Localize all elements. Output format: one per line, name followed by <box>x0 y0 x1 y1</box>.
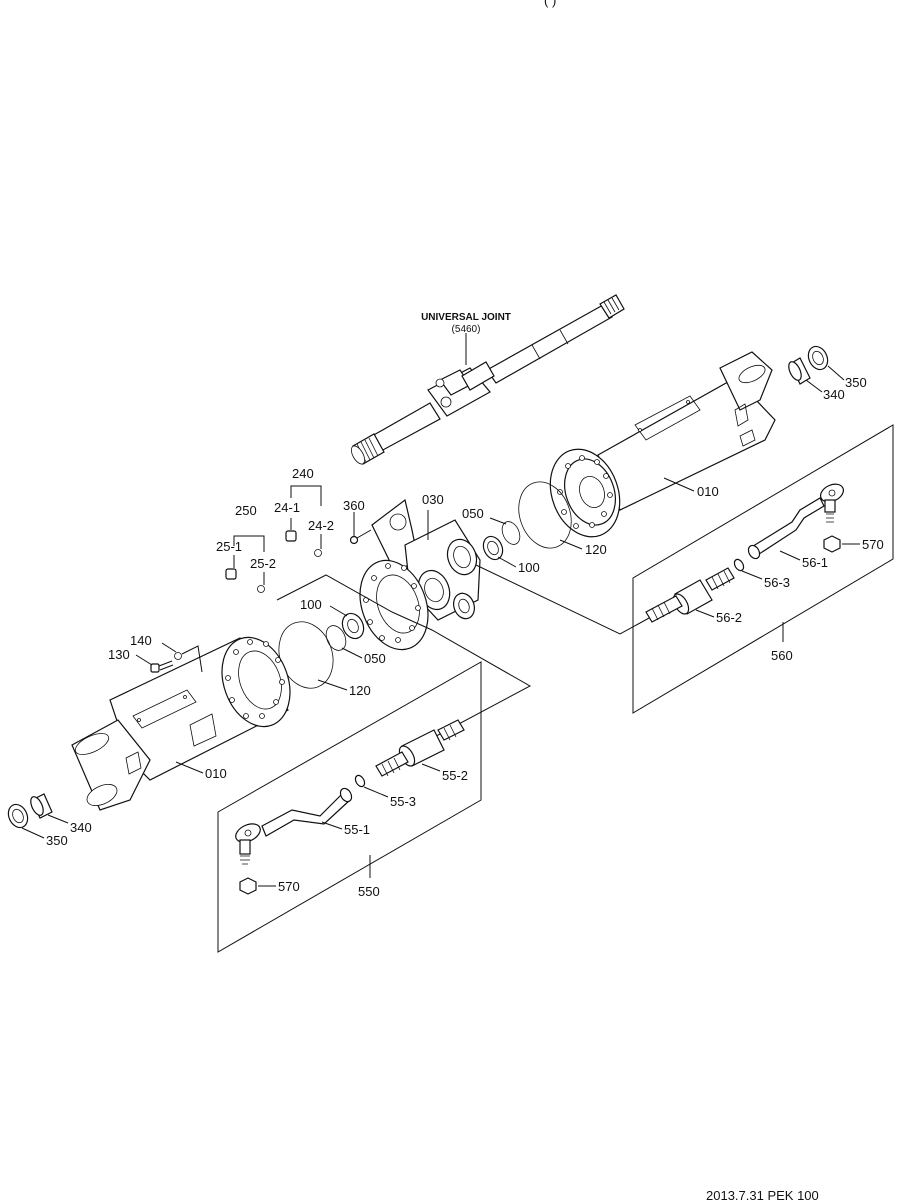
bearing-100-upper <box>482 535 504 561</box>
bearing-100-lower <box>341 612 365 640</box>
plug-24-1 <box>285 530 297 542</box>
label-55-1: 55-1 <box>344 822 370 837</box>
nut-570-right <box>823 535 841 553</box>
group-box-560 <box>632 424 894 714</box>
o-ring-120-upper <box>518 481 572 549</box>
label-010-right: 010 <box>697 484 719 499</box>
label-560: 560 <box>771 648 793 663</box>
universal-joint-ref: (5460) <box>452 324 481 335</box>
cropped-footer-text: 2013.7.31 PEK 100 <box>706 1188 819 1200</box>
label-570-left: 570 <box>278 879 300 894</box>
washer-140 <box>174 652 182 660</box>
label-55-3: 55-3 <box>390 794 416 809</box>
nut-570-left <box>239 877 257 895</box>
label-25-2: 25-2 <box>250 556 276 571</box>
label-010-left: 010 <box>205 766 227 781</box>
tie-rod-end-55-1 <box>235 787 353 865</box>
differential-housing-030 <box>359 498 481 651</box>
label-56-3: 56-3 <box>764 575 790 590</box>
label-240: 240 <box>292 466 314 481</box>
plug-25-1 <box>225 568 237 580</box>
label-350-right: 350 <box>845 375 867 390</box>
adjuster-55-2 <box>375 719 465 777</box>
label-140: 140 <box>130 633 152 648</box>
ring-050-upper <box>501 521 521 545</box>
nut-56-3 <box>733 558 745 572</box>
bushing-340-right <box>788 357 811 385</box>
label-120-lower: 120 <box>349 683 371 698</box>
label-56-2: 56-2 <box>716 610 742 625</box>
seal-350-right <box>807 345 829 371</box>
bolt-130 <box>150 660 174 673</box>
ring-050-lower <box>325 625 347 651</box>
o-ring-24-2 <box>314 549 322 557</box>
adjuster-56-2 <box>645 567 735 623</box>
label-25-1: 25-1 <box>216 539 242 554</box>
label-24-1: 24-1 <box>274 500 300 515</box>
label-570-right: 570 <box>862 537 884 552</box>
label-130: 130 <box>108 647 130 662</box>
label-550: 550 <box>358 884 380 899</box>
label-56-1: 56-1 <box>802 555 828 570</box>
tie-rod-end-56-1 <box>747 483 844 560</box>
bushing-340-left <box>30 793 53 819</box>
label-050-upper: 050 <box>462 506 484 521</box>
cropped-header-text: ( ) <box>544 0 556 8</box>
label-120-upper: 120 <box>585 542 607 557</box>
axle-housing-left <box>71 636 291 811</box>
screw-360 <box>349 529 372 545</box>
label-340-left: 340 <box>70 820 92 835</box>
label-24-2: 24-2 <box>308 518 334 533</box>
label-55-2: 55-2 <box>442 768 468 783</box>
o-ring-25-2 <box>257 585 265 593</box>
label-250: 250 <box>235 503 257 518</box>
seal-350-left <box>7 803 29 829</box>
label-340-right: 340 <box>823 387 845 402</box>
label-050-lower: 050 <box>364 651 386 666</box>
universal-joint-shaft <box>350 294 625 465</box>
axle-housing-right <box>549 351 776 538</box>
universal-joint-title: UNIVERSAL JOINT <box>421 312 511 323</box>
label-350-left: 350 <box>46 833 68 848</box>
label-030: 030 <box>422 492 444 507</box>
label-360: 360 <box>343 498 365 513</box>
group-box-550 <box>217 661 482 953</box>
label-100-lower: 100 <box>300 597 322 612</box>
label-100-upper: 100 <box>518 560 540 575</box>
nut-55-3 <box>354 774 366 788</box>
